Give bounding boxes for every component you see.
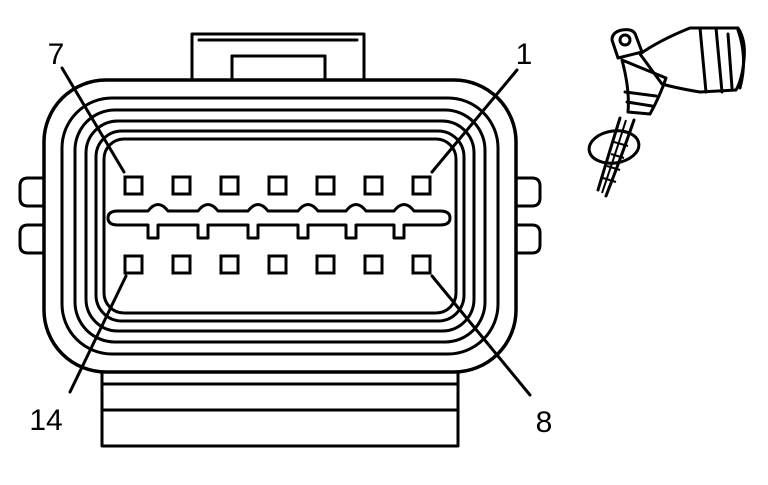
leader-lines (60, 66, 532, 397)
pin-cavity (411, 175, 432, 196)
pin-cavities (123, 175, 432, 275)
pin-label-7: 7 (48, 38, 65, 71)
key-rail (106, 203, 452, 240)
pin-label-14: 14 (29, 404, 62, 437)
pin-cavity (267, 254, 288, 275)
pin-cavity (123, 175, 144, 196)
pin-cavity (123, 254, 144, 275)
pin-cavity (219, 175, 240, 196)
top-latch (190, 32, 366, 84)
pin-cavity (315, 254, 336, 275)
sensor-illustration (587, 26, 746, 198)
pin-cavity (171, 254, 192, 275)
pin-cavity (411, 254, 432, 275)
pin-cavity (171, 175, 192, 196)
pin-cavity (363, 254, 384, 275)
pin-cavity (315, 175, 336, 196)
pin-label-1: 1 (516, 38, 533, 71)
pin-cavity (267, 175, 288, 196)
pin-cavity (219, 254, 240, 275)
pin-cavity (363, 175, 384, 196)
side-tabs (18, 176, 542, 255)
pin-label-8: 8 (536, 406, 553, 439)
